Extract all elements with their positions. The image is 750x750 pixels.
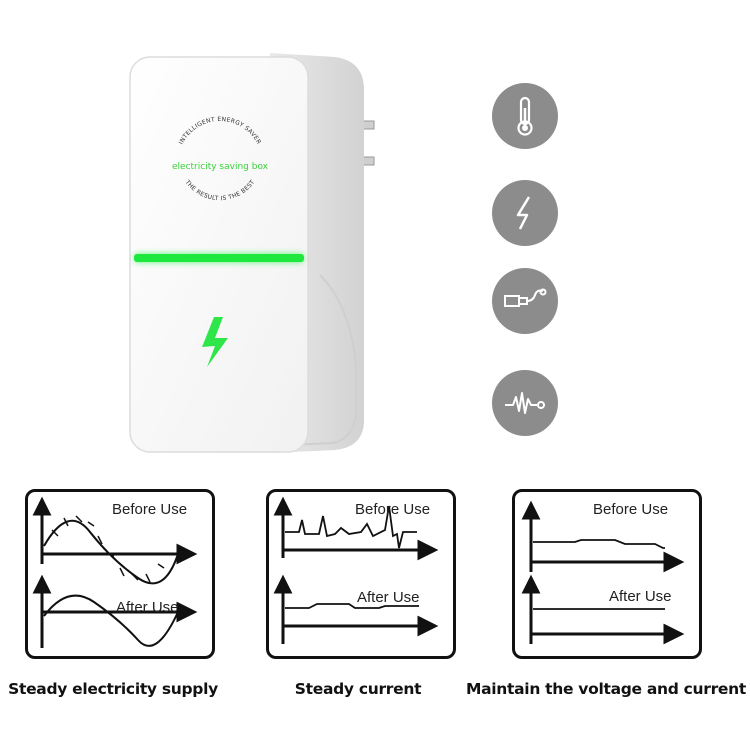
chart-panel-current: Before Use After Use <box>266 489 456 659</box>
device-body: INTELLIGENT ENERGY SAVER THE RESULT IS T… <box>129 53 375 453</box>
thermometer-icon <box>517 96 533 136</box>
thermometer-badge <box>492 83 558 149</box>
lightning-bolt-icon <box>202 317 228 367</box>
usb-plug-badge <box>492 268 558 334</box>
after-use-label: After Use <box>357 589 420 606</box>
current-diagram <box>273 496 439 644</box>
waveform-badge <box>492 370 558 436</box>
lightning-badge <box>492 180 558 246</box>
after-use-label: After Use <box>116 599 179 616</box>
voltage-diagram <box>521 500 685 645</box>
caption-maintain-voltage: Maintain the voltage and current <box>466 680 746 698</box>
after-use-label: After Use <box>609 588 672 605</box>
chart-panel-supply: Before Use After Use <box>25 489 215 659</box>
before-use-label: Before Use <box>355 501 431 518</box>
before-use-label: Before Use <box>593 501 669 518</box>
waveform-icon <box>505 392 545 414</box>
before-use-label: Before Use <box>112 501 188 518</box>
chart-panel-voltage: Before Use After Use <box>512 489 702 659</box>
caption-steady-current: Steady current <box>294 680 422 698</box>
energy-saver-device: INTELLIGENT ENERGY SAVER THE RESULT IS T… <box>120 45 380 465</box>
supply-diagram <box>32 496 198 648</box>
caption-steady-supply: Steady electricity supply <box>8 680 218 698</box>
usb-plug-icon <box>504 288 547 307</box>
indicator-light-band <box>134 254 304 262</box>
lightning-icon <box>516 196 531 230</box>
svg-text:electricity saving box: electricity saving box <box>172 162 269 172</box>
